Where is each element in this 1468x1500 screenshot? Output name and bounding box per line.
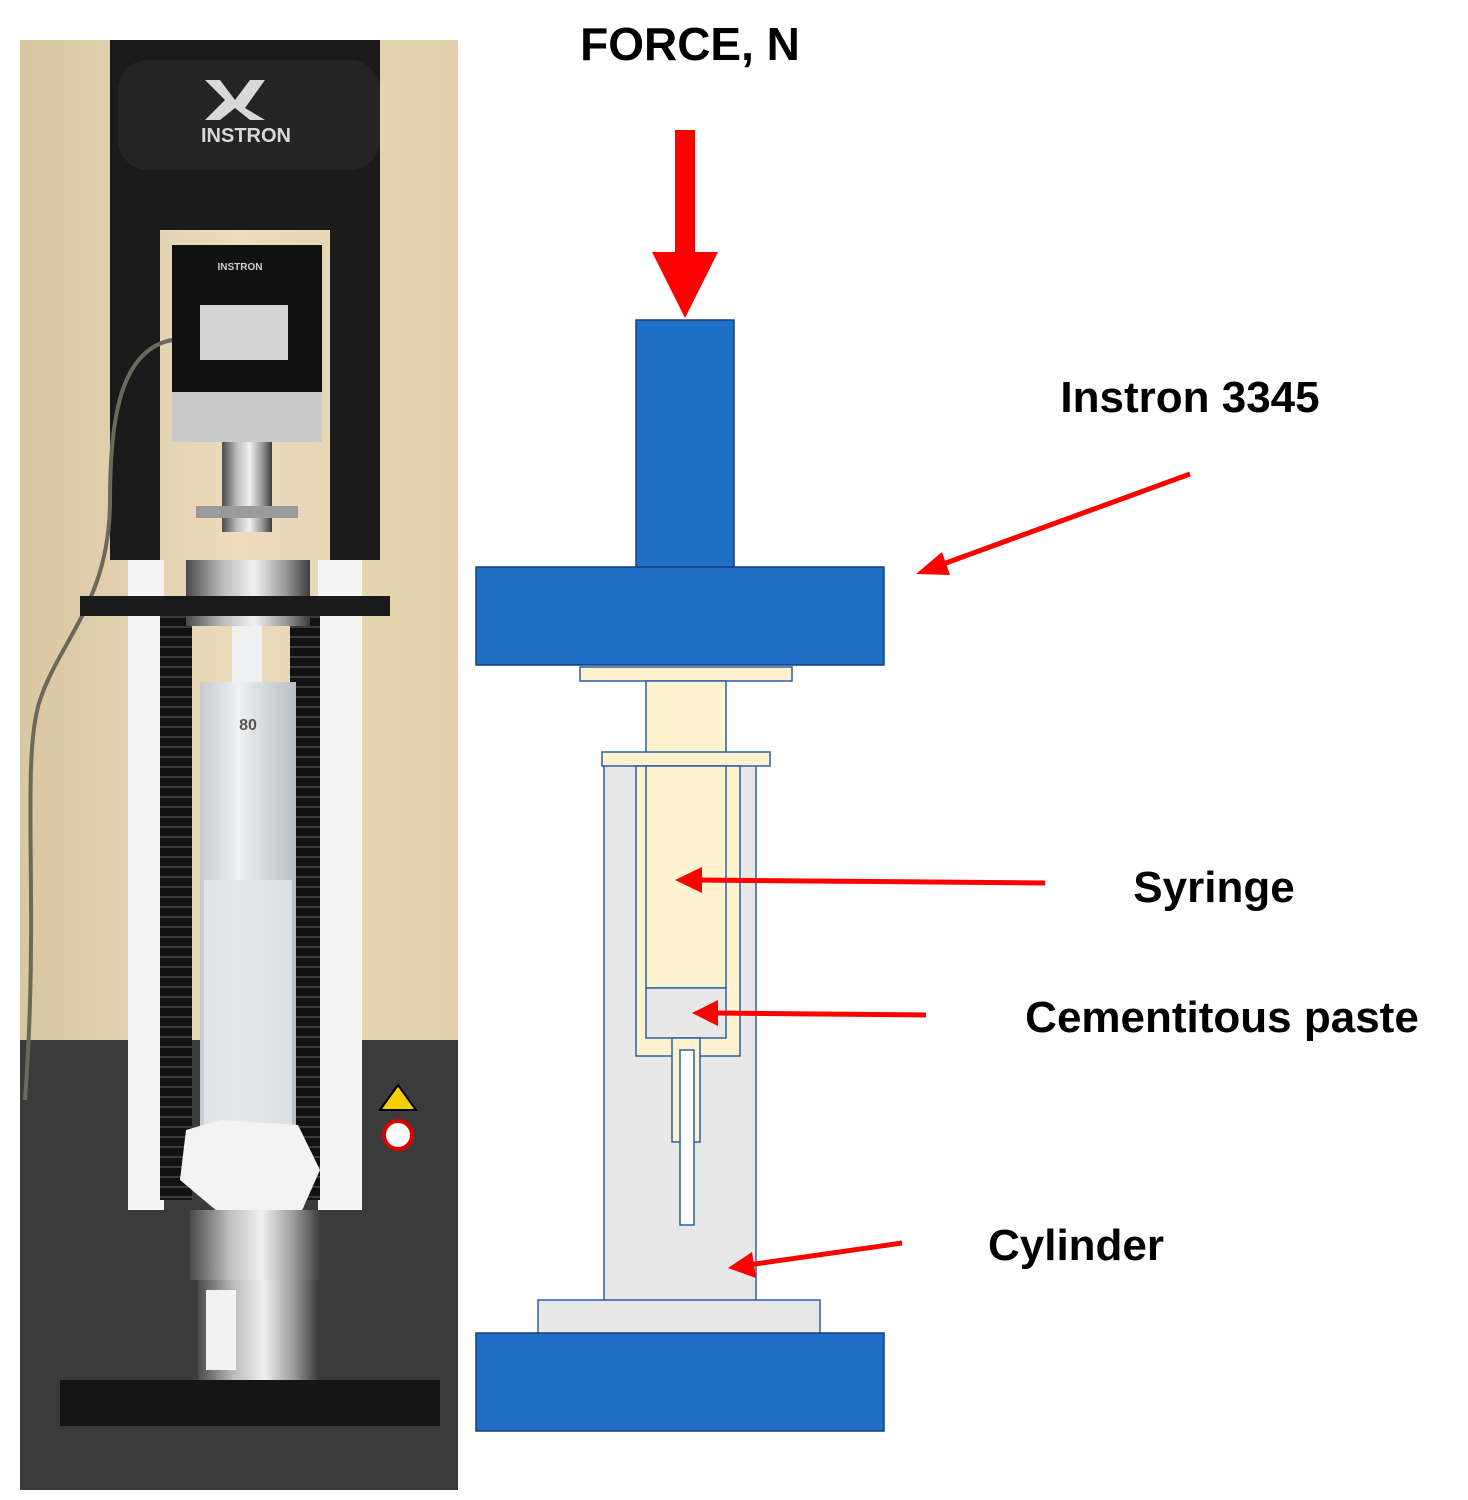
upper-ram bbox=[636, 320, 734, 572]
force-arrow-shaft bbox=[675, 130, 695, 258]
coupling-pin bbox=[196, 506, 298, 518]
syringe-pointer-arrow-line bbox=[695, 880, 1045, 883]
frame-column-fins-left bbox=[160, 600, 192, 1200]
base-block bbox=[538, 1300, 820, 1334]
upper-platen-photo bbox=[186, 560, 310, 626]
instron-pointer-arrow-head bbox=[916, 552, 950, 575]
frame-column-right bbox=[318, 560, 362, 1210]
syringe-needle bbox=[680, 1050, 694, 1225]
paste-label: Cementitous paste bbox=[1025, 993, 1419, 1042]
force-label: FORCE, N bbox=[580, 18, 800, 70]
frame-column-left bbox=[128, 560, 164, 1210]
syringe-mark-text: 80 bbox=[239, 717, 257, 734]
upper-coupling bbox=[222, 442, 272, 532]
cylinder-label: Cylinder bbox=[988, 1221, 1164, 1270]
prohibition-sign-icon bbox=[384, 1121, 412, 1149]
syringe-water-line bbox=[204, 880, 292, 1150]
schematic-diagram: FORCE, N Instron 3345 Syringe Cementitou… bbox=[476, 18, 1419, 1431]
load-cell-mount bbox=[172, 392, 322, 442]
instron-photo: INSTRON INSTRON 80 bbox=[20, 40, 458, 1490]
base-cylinder-photo bbox=[190, 1210, 320, 1280]
force-arrow-head bbox=[652, 252, 718, 318]
base-plate-photo bbox=[60, 1380, 440, 1426]
upper-platen bbox=[476, 567, 884, 665]
base-cylinder-label bbox=[206, 1290, 236, 1370]
syringe-label: Syringe bbox=[1133, 863, 1294, 912]
plunger-plate bbox=[580, 667, 792, 681]
load-cell-label-plate bbox=[200, 305, 288, 360]
crosshead-bar bbox=[80, 596, 390, 616]
lower-platen bbox=[476, 1333, 884, 1431]
instron-brand-text: INSTRON bbox=[201, 125, 291, 147]
instron-pointer-arrow-line bbox=[935, 474, 1190, 567]
paste-pointer-arrow-line bbox=[712, 1013, 926, 1015]
load-cell-brand-text: INSTRON bbox=[218, 262, 263, 273]
syringe-flange bbox=[602, 752, 770, 766]
plunger-rod bbox=[646, 681, 726, 756]
instron-label: Instron 3345 bbox=[1060, 373, 1319, 422]
syringe-plunger-photo bbox=[232, 626, 262, 686]
cylinder-pointer-arrow-line bbox=[748, 1243, 902, 1265]
